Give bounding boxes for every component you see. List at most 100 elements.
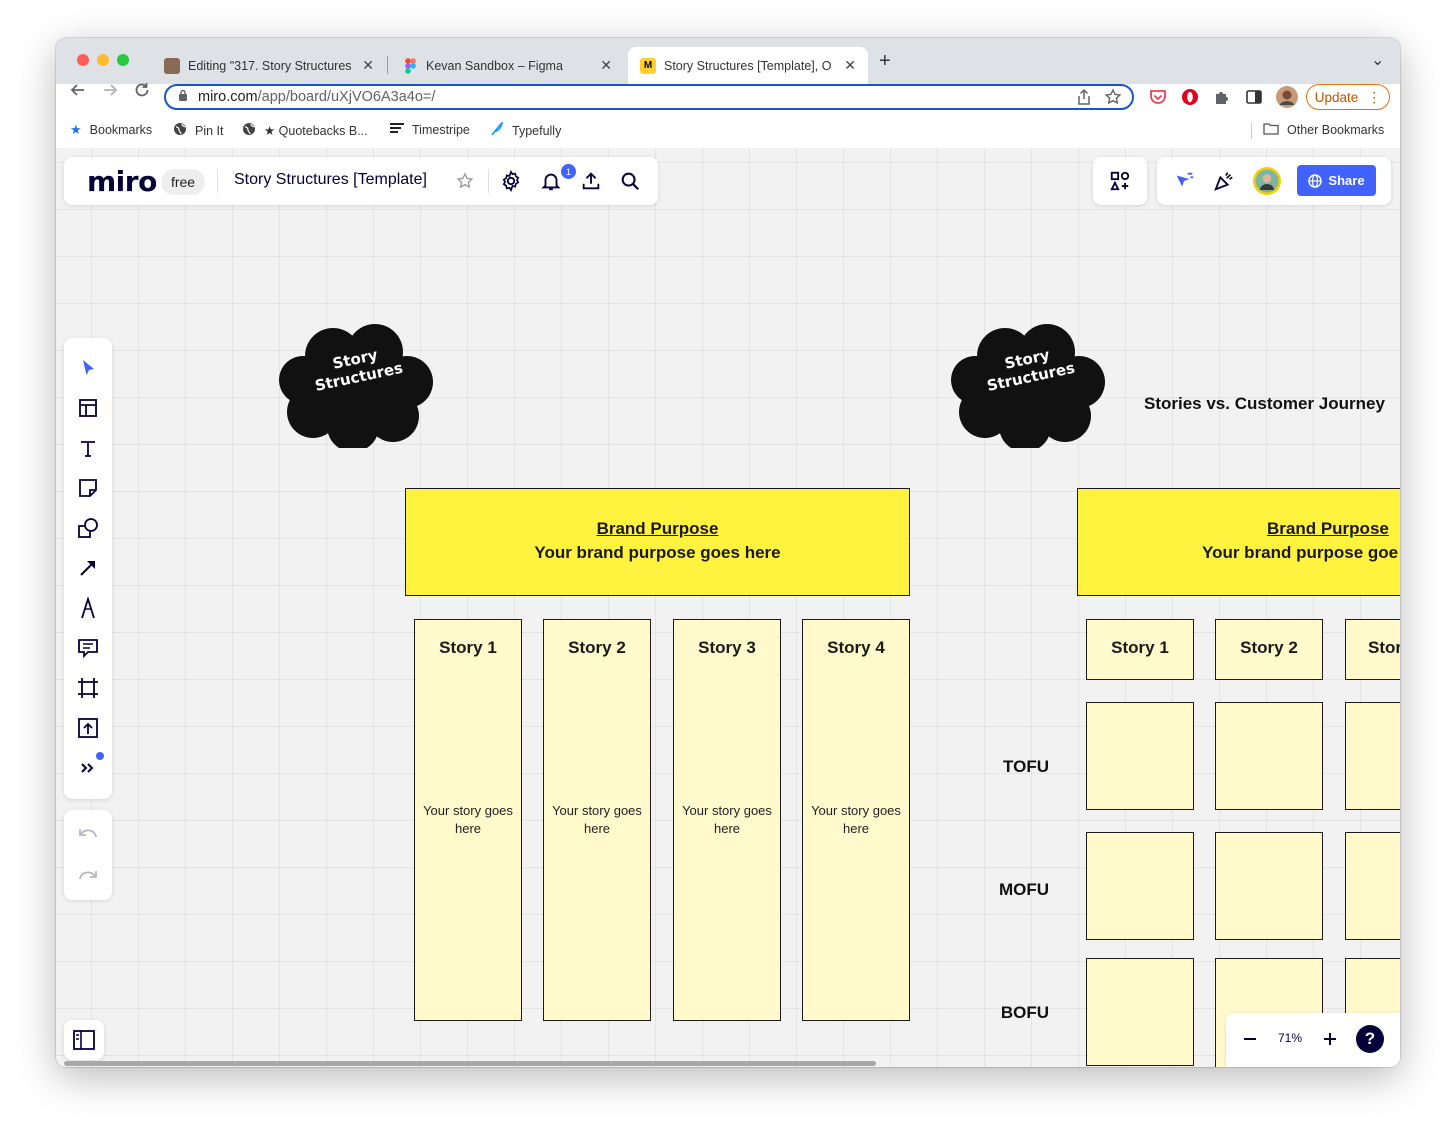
sidebar-toggle-icon: [72, 1028, 96, 1052]
redo-icon[interactable]: [72, 860, 104, 892]
header-divider: [217, 169, 218, 193]
more-tools-icon[interactable]: [72, 752, 104, 784]
templates-icon[interactable]: [72, 392, 104, 424]
bookmark-star-icon[interactable]: [1104, 88, 1122, 110]
board-title[interactable]: Story Structures [Template]: [234, 171, 427, 188]
share-button[interactable]: Share: [1297, 165, 1376, 196]
journey-cell[interactable]: [1345, 702, 1400, 810]
frame-title[interactable]: Stories vs. Customer Journey: [1144, 394, 1385, 413]
avatar-favicon-icon: [164, 57, 180, 74]
story-placeholder: Your story goes here: [811, 803, 901, 836]
opera-icon[interactable]: [1181, 88, 1199, 111]
minimize-window-button[interactable]: [97, 54, 109, 66]
bookmark-quotebacks[interactable]: ★ Quotebacks B...: [242, 122, 368, 139]
sidebar-panel-icon[interactable]: [1245, 88, 1263, 111]
zoom-out-icon[interactable]: [1240, 1029, 1260, 1049]
story-structures-sticker[interactable]: Story Structures: [949, 316, 1109, 452]
bookmark-typefully[interactable]: Typefully: [490, 120, 561, 139]
help-button[interactable]: ?: [1356, 1025, 1384, 1053]
story-heading: Story 2: [568, 638, 626, 657]
update-label: Update: [1314, 89, 1359, 105]
bookmark-bookmarks[interactable]: ★ Bookmarks: [70, 122, 152, 138]
favorite-star-icon[interactable]: [454, 170, 476, 192]
brand-purpose-sticky[interactable]: Brand Purpose Your brand purpose goe: [1077, 488, 1400, 596]
tab-divider: [387, 56, 388, 74]
maximize-window-button[interactable]: [117, 54, 129, 66]
url-path: /app/board/uXjVO6A3a4o=/: [257, 89, 436, 105]
close-icon[interactable]: ✕: [362, 57, 374, 73]
story-card-3[interactable]: Story 3 Your story goes here: [673, 619, 781, 1021]
journey-cell[interactable]: [1086, 702, 1194, 810]
brand-purpose-sticky[interactable]: Brand Purpose Your brand purpose goes he…: [405, 488, 910, 596]
journey-story-header-1[interactable]: Story 1: [1086, 619, 1194, 680]
upload-export-icon[interactable]: [578, 168, 604, 194]
brand-purpose-title: Brand Purpose: [1267, 519, 1389, 538]
tab-miro-active[interactable]: M Story Structures [Template], O ✕: [628, 47, 868, 84]
shapes-apps-icon[interactable]: [1107, 168, 1133, 194]
profile-avatar[interactable]: [1276, 86, 1298, 113]
upload-tool-icon[interactable]: [72, 712, 104, 744]
lock-icon[interactable]: [178, 89, 188, 105]
miro-board-canvas[interactable]: miro free Story Structures [Template] 1: [56, 148, 1400, 1067]
board-panel-toggle[interactable]: [64, 1020, 104, 1060]
undo-icon[interactable]: [72, 818, 104, 850]
back-arrow-icon[interactable]: [69, 81, 87, 104]
story-heading: Stor: [1368, 638, 1400, 657]
shapes-tool-icon[interactable]: [72, 512, 104, 544]
tab-search-button[interactable]: ⌄: [1371, 52, 1385, 69]
collaborator-avatar[interactable]: [1252, 166, 1282, 196]
reload-icon[interactable]: [133, 81, 151, 104]
other-bookmarks-folder[interactable]: Other Bookmarks: [1263, 122, 1384, 138]
text-tool-icon[interactable]: [72, 432, 104, 464]
notifications-bell-icon[interactable]: [538, 168, 564, 194]
brand-purpose-title: Brand Purpose: [596, 519, 719, 538]
address-bar[interactable]: miro.com/app/board/uXjVO6A3a4o=/: [164, 84, 1134, 110]
browser-window: Editing "317. Story Structures ✕ Kevan S…: [56, 38, 1400, 1067]
cursor-follow-icon[interactable]: [1171, 168, 1197, 194]
connection-line-icon[interactable]: [72, 552, 104, 584]
zoom-in-icon[interactable]: [1320, 1029, 1340, 1049]
bookmarks-divider: [1251, 123, 1252, 139]
celebrate-party-icon[interactable]: [1211, 168, 1237, 194]
bookmark-label: Bookmarks: [89, 123, 153, 137]
share-page-icon[interactable]: [1076, 88, 1092, 110]
select-cursor-icon[interactable]: [72, 352, 104, 384]
frame-tool-icon[interactable]: [72, 672, 104, 704]
pocket-icon[interactable]: [1149, 88, 1167, 111]
brand-purpose-text: Your brand purpose goes here: [534, 543, 781, 562]
journey-cell[interactable]: [1086, 958, 1194, 1066]
bookmark-pin-it[interactable]: Pin It: [173, 122, 224, 139]
plan-badge[interactable]: free: [161, 169, 205, 195]
bookmark-timestripe[interactable]: Timestripe: [390, 122, 470, 137]
close-icon[interactable]: ✕: [844, 57, 856, 73]
journey-cell[interactable]: [1215, 702, 1323, 810]
close-icon[interactable]: ✕: [600, 57, 612, 73]
story-heading: Story 2: [1240, 638, 1298, 657]
update-browser-button[interactable]: Update ⋮: [1306, 84, 1390, 110]
story-card-2[interactable]: Story 2 Your story goes here: [543, 619, 651, 1021]
comment-icon[interactable]: [72, 632, 104, 664]
close-window-button[interactable]: [77, 54, 89, 66]
search-icon[interactable]: [617, 168, 643, 194]
journey-story-header-2[interactable]: Story 2: [1215, 619, 1323, 680]
new-tab-button[interactable]: +: [879, 50, 891, 72]
tab-editing-post[interactable]: Editing "317. Story Structures ✕: [152, 47, 386, 84]
tab-figma[interactable]: Kevan Sandbox – Figma ✕: [390, 47, 624, 84]
journey-story-header-3[interactable]: Stor: [1345, 619, 1400, 680]
puzzle-extensions-icon[interactable]: [1213, 88, 1231, 111]
url-host: miro.com: [198, 89, 258, 105]
story-card-4[interactable]: Story 4 Your story goes here: [802, 619, 910, 1021]
funnel-row-label: BOFU: [1000, 1003, 1049, 1022]
settings-gear-icon[interactable]: [498, 168, 524, 194]
forward-arrow-icon[interactable]: [101, 81, 119, 104]
sticky-note-icon[interactable]: [72, 472, 104, 504]
pen-tool-icon[interactable]: [72, 592, 104, 624]
journey-cell[interactable]: [1215, 832, 1323, 940]
zoom-level[interactable]: 71%: [1277, 1031, 1303, 1045]
journey-cell[interactable]: [1345, 832, 1400, 940]
miro-logo[interactable]: miro: [87, 165, 157, 198]
story-structures-sticker[interactable]: Story Structures: [277, 316, 437, 452]
horizontal-scrollbar[interactable]: [64, 1061, 876, 1066]
story-card-1[interactable]: Story 1 Your story goes here: [414, 619, 522, 1021]
journey-cell[interactable]: [1086, 832, 1194, 940]
